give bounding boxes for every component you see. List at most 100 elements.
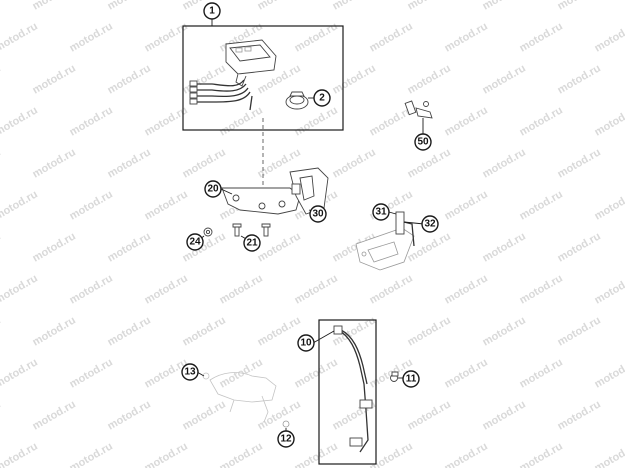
svg-text:11: 11 <box>406 374 417 385</box>
watermark-text: motod.ru <box>181 314 228 348</box>
lever-assembly <box>202 372 277 423</box>
callout-12: 12 <box>277 430 295 448</box>
watermark-text: motod.ru <box>518 356 565 390</box>
watermark-text: motod.ru <box>256 0 303 13</box>
watermark-text: motod.ru <box>331 0 378 13</box>
watermark-text: motod.ru <box>593 272 625 306</box>
watermark-text: motod.ru <box>0 230 3 264</box>
holder-part <box>289 167 329 215</box>
instrument-cluster <box>225 39 277 87</box>
watermark-text: motod.ru <box>518 188 565 222</box>
watermark-text: motod.ru <box>106 398 153 432</box>
clip-part <box>390 371 399 382</box>
callout-2: 2 <box>313 89 331 107</box>
svg-text:24: 24 <box>189 237 201 248</box>
watermark-text: motod.ru <box>218 440 265 468</box>
callout-50: 50 <box>414 133 432 151</box>
watermark-text: motod.ru <box>593 20 625 54</box>
watermark-text: motod.ru <box>443 188 490 222</box>
watermark-text: motod.ru <box>0 62 3 96</box>
switch-bracket-part <box>355 211 415 271</box>
watermark-text: motod.ru <box>106 62 153 96</box>
watermark-text: motod.ru <box>31 0 78 13</box>
watermark-text: motod.ru <box>143 188 190 222</box>
nut-part <box>203 227 213 237</box>
watermark-text: motod.ru <box>481 314 528 348</box>
watermark-text: motod.ru <box>256 230 303 264</box>
watermark-text: motod.ru <box>406 314 453 348</box>
watermark-text: motod.ru <box>0 398 3 432</box>
watermark-text: motod.ru <box>518 272 565 306</box>
watermark-text: motod.ru <box>0 356 40 390</box>
svg-text:31: 31 <box>375 207 387 218</box>
watermark-text: motod.ru <box>106 314 153 348</box>
svg-text:10: 10 <box>300 338 312 349</box>
watermark-text: motod.ru <box>518 440 565 468</box>
watermark-text: motod.ru <box>593 440 625 468</box>
watermark-text: motod.ru <box>556 314 603 348</box>
callout-31: 31 <box>372 203 390 221</box>
watermark-text: motod.ru <box>68 356 115 390</box>
watermark-text: motod.ru <box>443 272 490 306</box>
callout-24: 24 <box>186 233 204 251</box>
svg-text:12: 12 <box>280 434 292 445</box>
watermark-text: motod.ru <box>106 0 153 13</box>
watermark-text: motod.ru <box>0 188 40 222</box>
svg-text:21: 21 <box>246 238 258 249</box>
watermark-text: motod.ru <box>481 146 528 180</box>
watermark-text: motod.ru <box>406 0 453 13</box>
watermark-text: motod.ru <box>256 314 303 348</box>
watermark-text: motod.ru <box>106 230 153 264</box>
watermark-text: motod.ru <box>31 62 78 96</box>
watermark-text: motod.ru <box>68 20 115 54</box>
watermark-text: motod.ru <box>218 104 265 138</box>
watermark-text: motod.ru <box>556 398 603 432</box>
callout-20: 20 <box>204 180 222 198</box>
callout-21: 21 <box>243 234 261 252</box>
watermark-text: motod.ru <box>31 230 78 264</box>
watermark-text: motod.ru <box>593 104 625 138</box>
watermark-text: motod.ru <box>181 398 228 432</box>
watermark-text: motod.ru <box>31 146 78 180</box>
assembly-10-frame <box>318 319 377 465</box>
svg-text:30: 30 <box>312 209 324 220</box>
callout-10: 10 <box>297 334 315 352</box>
callout-1: 1 <box>203 2 221 20</box>
watermark-text: motod.ru <box>0 314 3 348</box>
watermark-text: motod.ru <box>68 188 115 222</box>
washer-part <box>282 420 290 428</box>
callout-13: 13 <box>181 363 199 381</box>
watermark-text: motod.ru <box>0 0 3 13</box>
callout-30: 30 <box>309 205 327 223</box>
callout-32: 32 <box>421 215 439 233</box>
cable-part <box>333 325 373 453</box>
watermark-text: motod.ru <box>218 272 265 306</box>
callout-11: 11 <box>402 370 420 388</box>
watermark-text: motod.ru <box>556 62 603 96</box>
connector-kit-part <box>404 100 433 119</box>
watermark-text: motod.ru <box>331 62 378 96</box>
watermark-text: motod.ru <box>406 146 453 180</box>
watermark-text: motod.ru <box>31 314 78 348</box>
svg-text:20: 20 <box>207 184 219 195</box>
svg-text:32: 32 <box>424 219 436 230</box>
watermark-text: motod.ru <box>0 20 40 54</box>
watermark-text: motod.ru <box>556 230 603 264</box>
watermark-text: motod.ru <box>406 398 453 432</box>
watermark-text: motod.ru <box>481 62 528 96</box>
watermark-text: motod.ru <box>368 272 415 306</box>
watermark-text: motod.ru <box>443 20 490 54</box>
watermark-text: motod.ru <box>481 230 528 264</box>
watermark-text: motod.ru <box>68 440 115 468</box>
watermark-text: motod.ru <box>0 104 40 138</box>
watermark-text: motod.ru <box>593 188 625 222</box>
watermark-text: motod.ru <box>406 62 453 96</box>
svg-text:50: 50 <box>417 137 429 148</box>
wiring-harness <box>189 79 253 111</box>
watermark-text: motod.ru <box>443 104 490 138</box>
watermark-text: motod.ru <box>143 440 190 468</box>
assembly-1-frame <box>182 25 344 131</box>
watermark-text: motod.ru <box>68 272 115 306</box>
